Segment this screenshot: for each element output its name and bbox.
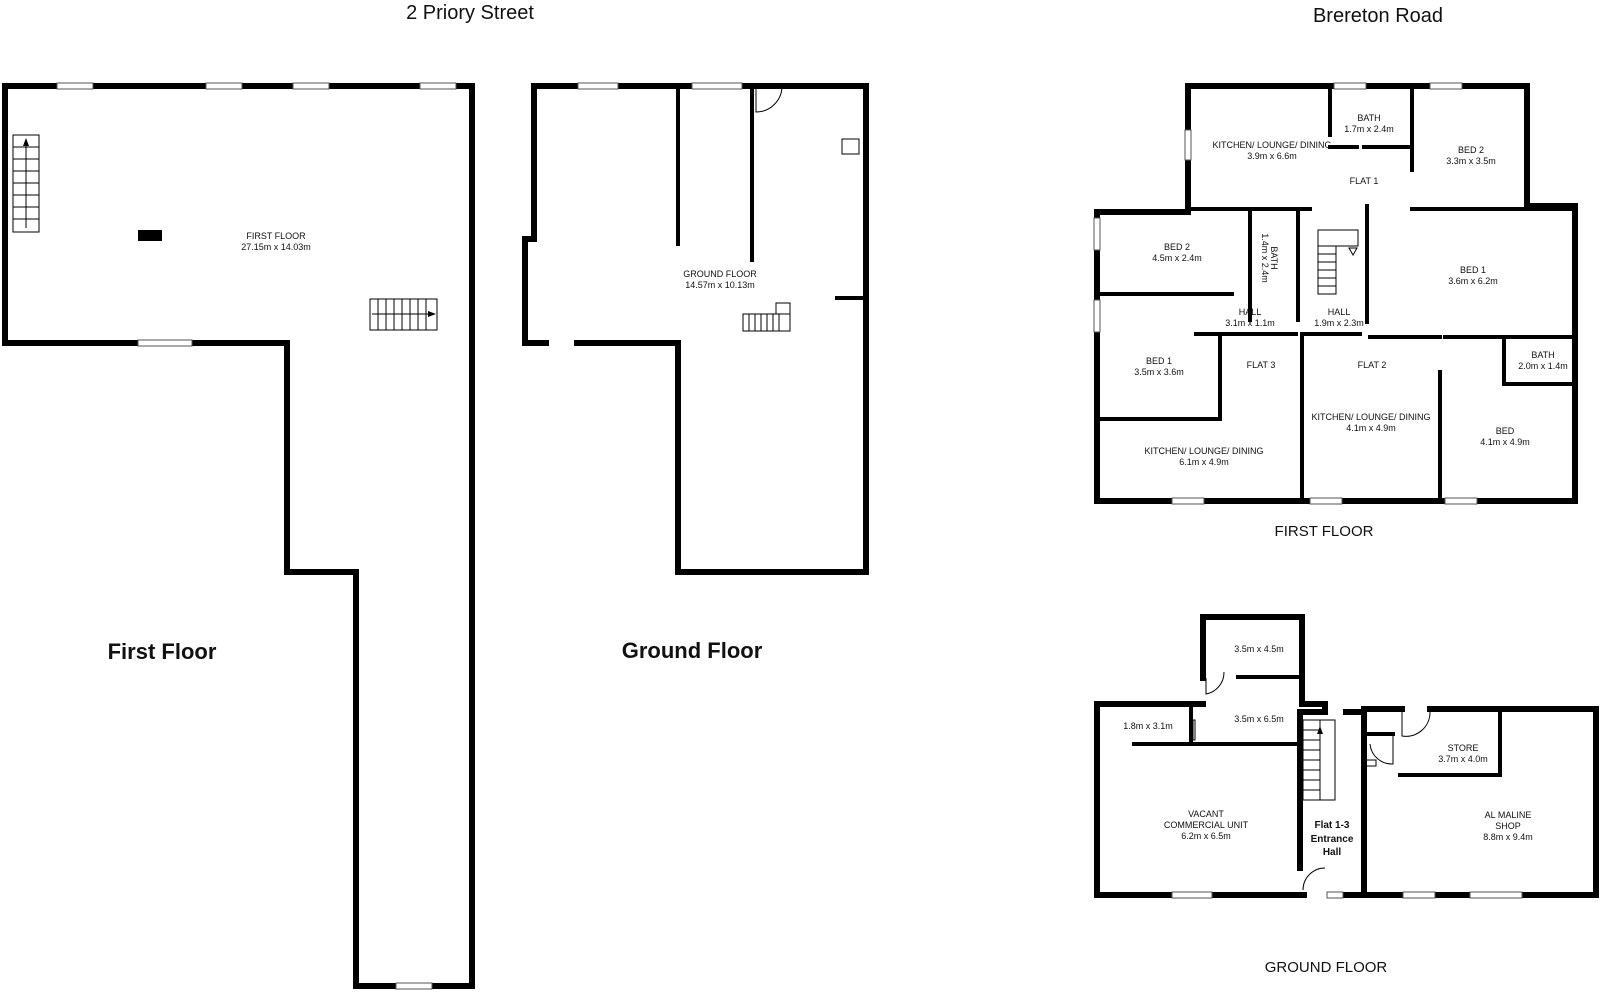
staircase-icon xyxy=(369,298,438,331)
store-size: 3.7m x 4.0m xyxy=(1438,754,1488,764)
flat1-bath-name: BATH xyxy=(1357,113,1380,123)
flat1-bed2-size: 3.3m x 3.5m xyxy=(1446,156,1496,166)
flat1-kitchen-name: KITCHEN/ LOUNGE/ DINING xyxy=(1212,140,1331,150)
hall-a-size: 3.1m x 1.1m xyxy=(1225,318,1275,328)
flat2-label: FLAT 2 xyxy=(1358,360,1387,370)
shop-line1: AL MALINE xyxy=(1485,810,1532,820)
flat3-label: FLAT 3 xyxy=(1247,360,1276,370)
flat3-bed2-size: 4.5m x 2.4m xyxy=(1152,253,1202,263)
priory-first-floor-plan: FIRST FLOOR 27.15m x 14.03m First Floor xyxy=(2,82,475,990)
vacant-unit-line2: COMMERCIAL UNIT xyxy=(1164,820,1249,830)
entrance-hall-line1: Flat 1-3 xyxy=(1314,820,1349,831)
flat2-bed-name: BED xyxy=(1496,426,1515,436)
priory-ground-floor-heading: Ground Floor xyxy=(622,638,763,663)
flat2-kitchen-size: 4.1m x 4.9m xyxy=(1346,423,1396,433)
brereton-ground-floor-plan: 3.5m x 4.5m 3.5m x 6.5m 1.8m x 3.1m VACA… xyxy=(1094,614,1599,976)
flat3-bath-name: BATH xyxy=(1269,246,1279,269)
flat3-bed2-name: BED 2 xyxy=(1164,242,1190,252)
priory-ground-floor-room-name: GROUND FLOOR xyxy=(683,269,757,279)
entrance-hall-line3: Hall xyxy=(1323,847,1342,858)
hall-b-name: HALL xyxy=(1328,307,1351,317)
flat1-bed2-name: BED 2 xyxy=(1458,145,1484,155)
flat2-kitchen-name: KITCHEN/ LOUNGE/ DINING xyxy=(1311,412,1430,422)
flat1-bed1-name: BED 1 xyxy=(1460,265,1486,275)
flat3-kitchen-name: KITCHEN/ LOUNGE/ DINING xyxy=(1144,446,1263,456)
room-top-size: 3.5m x 4.5m xyxy=(1234,644,1284,654)
flat1-label: FLAT 1 xyxy=(1350,176,1379,186)
flat2-bath-name: BATH xyxy=(1531,350,1554,360)
priory-street-title: 2 Priory Street xyxy=(406,2,534,24)
chimney-block xyxy=(138,230,162,241)
hall-b-size: 1.9m x 2.3m xyxy=(1314,318,1364,328)
staircase-icon xyxy=(1302,719,1336,801)
room-mid-size: 3.5m x 6.5m xyxy=(1234,714,1284,724)
priory-street-plans: 2 Priory Street xyxy=(2,2,869,990)
shop-size: 8.8m x 9.4m xyxy=(1483,832,1533,842)
staircase-icon xyxy=(12,134,40,233)
flat1-kitchen-size: 3.9m x 6.6m xyxy=(1247,151,1297,161)
flat3-bed1-name: BED 1 xyxy=(1146,356,1172,366)
flat3-kitchen-size: 6.1m x 4.9m xyxy=(1179,457,1229,467)
priory-ground-floor-plan: GROUND FLOOR 14.57m x 10.13m Ground Floo… xyxy=(522,82,869,663)
entrance-hall-line2: Entrance xyxy=(1311,834,1354,845)
brereton-road-plans: Brereton Road xyxy=(1093,5,1599,976)
staircase-icon xyxy=(1317,229,1359,295)
brereton-ground-floor-caption: GROUND FLOOR xyxy=(1265,959,1388,976)
staircase-icon xyxy=(742,302,791,332)
store-name: STORE xyxy=(1448,743,1479,753)
flat1-bath-size: 1.7m x 2.4m xyxy=(1344,124,1394,134)
vacant-unit-line1: VACANT xyxy=(1188,809,1224,819)
priory-first-floor-room-name: FIRST FLOOR xyxy=(246,231,306,241)
priory-ground-floor-room-size: 14.57m x 10.13m xyxy=(685,280,755,290)
flat3-bath-size: 1.4m x 2.4m xyxy=(1260,233,1270,283)
flat2-bed-size: 4.1m x 4.9m xyxy=(1480,437,1530,447)
hall-a-name: HALL xyxy=(1239,307,1262,317)
flat3-bed1-size: 3.5m x 3.6m xyxy=(1134,367,1184,377)
brereton-first-floor-caption: FIRST FLOOR xyxy=(1275,523,1374,540)
flat2-bath-size: 2.0m x 1.4m xyxy=(1518,361,1568,371)
brereton-road-title: Brereton Road xyxy=(1313,5,1443,27)
room-small-size: 1.8m x 3.1m xyxy=(1123,721,1173,731)
shop-line2: SHOP xyxy=(1495,821,1521,831)
priory-first-floor-heading: First Floor xyxy=(108,639,217,664)
priory-first-floor-room-size: 27.15m x 14.03m xyxy=(241,242,311,252)
brereton-first-floor-plan: KITCHEN/ LOUNGE/ DINING 3.9m x 6.6m BATH… xyxy=(1093,82,1578,540)
vacant-unit-size: 6.2m x 6.5m xyxy=(1181,831,1231,841)
flat1-bed1-size: 3.6m x 6.2m xyxy=(1448,276,1498,286)
